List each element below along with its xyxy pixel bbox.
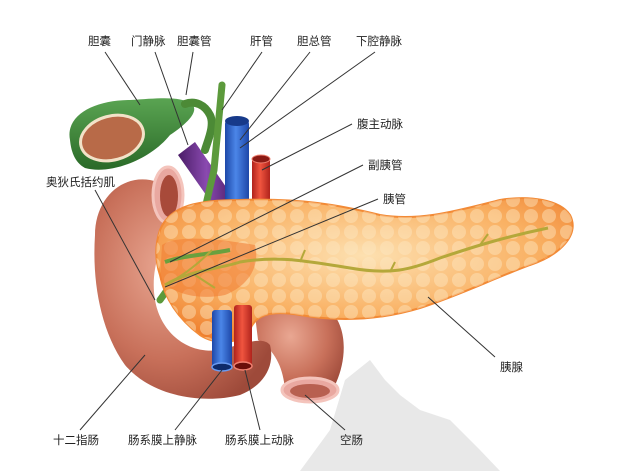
label-common-bile-duct: 胆总管 [297,34,332,48]
label-duodenum: 十二指肠 [53,433,99,447]
inferior-vena-cava [225,120,249,210]
label-inferior-vena-cava: 下腔静脉 [356,34,402,48]
label-gallbladder: 胆囊 [88,34,111,48]
duodenum [94,165,272,399]
label-superior-mesenteric-artery: 肠系膜上动脉 [225,433,294,447]
label-sphincter-of-oddi: 奥狄氏括约肌 [46,175,115,189]
label-jejunum: 空肠 [340,433,363,447]
label-portal-vein: 门静脉 [131,34,166,48]
pancreatic-duct [164,226,549,287]
celiac-artery [252,158,270,204]
label-cystic-duct: 胆囊管 [177,34,212,48]
superior-mesenteric-artery [234,305,252,367]
portal-vein [178,142,235,212]
accessory-pancreatic-duct [164,248,231,264]
label-pancreas: 胰腺 [500,360,523,374]
label-celiac-artery: 腹主动脉 [357,117,403,131]
watermark-shape [300,360,500,471]
label-pancreatic-duct: 胰管 [383,192,406,206]
superior-mesenteric-vein [212,310,232,368]
gallbladder [69,98,195,170]
label-hepatic-duct: 肝管 [250,34,273,48]
leader-lines [79,51,496,431]
jejunum [255,297,344,404]
cystic-duct [181,98,216,154]
label-superior-mesenteric-vein: 肠系膜上静脉 [128,433,197,447]
label-accessory-pancreatic-duct: 副胰管 [368,158,403,172]
